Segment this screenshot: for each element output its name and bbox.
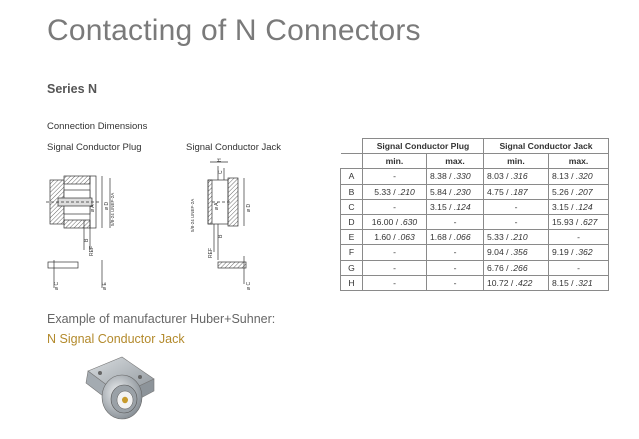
jack-drawing: H C 5/8-24 UNEF-2A ø A ø D B REF ø C [190,158,252,290]
table-cell: 6.76 / .266 [483,259,549,276]
table-cell: 10.72 / .422 [483,274,549,291]
plug-ref-label: REF [89,246,95,256]
plug-group-header: Signal Conductor Plug [362,137,484,155]
table-cell: 8.13 / .320 [548,168,609,185]
table-corner-cell [340,138,363,155]
example-product-title: N Signal Conductor Jack [47,332,185,346]
jack-group-header: Signal Conductor Jack [483,137,609,155]
row-label: C [340,198,363,215]
table-cell: 8.03 / .316 [483,168,549,185]
table-cell: - [548,229,609,246]
table-cell: 5.33 / .210 [362,183,427,200]
table-cell: - [362,259,427,276]
plug-drawing-label: Signal Conductor Plug [47,142,142,153]
series-heading: Series N [47,82,98,96]
plug-phi-d-label: ø D [104,202,110,210]
plug-phi-a-label: ø A [90,204,96,212]
row-label: B [340,183,363,200]
table-cell: 5.33 / .210 [483,229,549,246]
table-cell: - [362,244,427,261]
row-label: G [340,259,363,276]
sub-header-plug-max: max. [426,153,484,170]
table-cell: - [362,168,427,185]
jack-c-label: C [218,170,224,174]
table-cell: 3.15 / .124 [426,198,484,215]
page-title: Contacting of N Connectors [47,14,421,47]
jack-b-label: B [218,234,224,238]
table-cell: 3.15 / .124 [548,198,609,215]
table-cell: - [483,198,549,215]
table-cell: 8.38 / .330 [426,168,484,185]
row-label: H [340,274,363,291]
table-cell: 4.75 / .187 [483,183,549,200]
table-group-header-row: Signal Conductor Plug Signal Conductor J… [340,137,609,155]
table-cell: 15.93 / .627 [548,213,609,231]
table-cell: 16.00 / .630 [362,213,427,231]
table-cell: 8.15 / .321 [548,274,609,291]
table-cell: - [362,274,427,291]
plug-b-label: B [84,238,90,242]
table-cell: - [548,259,609,276]
sub-header-jack-min: min. [483,153,549,170]
plug-drawing: ø A ø D 5/8-24 UNEF-2A B REF ø C ø E [46,175,115,290]
table-cell: - [483,213,549,231]
table-cell: 5.84 / .230 [426,183,484,200]
table-cell: 9.04 / .356 [483,244,549,261]
table-corner-cell [340,153,363,170]
table-cell: 1.60 / .063 [362,229,427,246]
plug-thread-label: 5/8-24 UNEF-2A [110,193,115,226]
connector-jack-image [85,356,155,420]
jack-phi-c-label: ø C [246,282,252,290]
table-cell: - [426,259,484,276]
jack-phi-a-label: ø A [214,202,220,210]
table-sub-header-row: min. max. min. max. [340,153,609,170]
table-cell: 9.19 / .362 [548,244,609,261]
plug-phi-e-label: ø E [102,282,108,290]
table-cell: 1.68 / .066 [426,229,484,246]
table-cell: - [426,244,484,261]
table-cell: - [426,274,484,291]
row-label: D [340,213,363,231]
jack-phi-d-label: ø D [246,204,252,212]
jack-thread-label: 5/8-24 UNEF-2A [190,199,195,232]
table-row: G--6.76 / .266- [340,259,609,276]
example-text: Example of manufacturer Huber+Suhner: [47,312,276,326]
table-cell: - [426,213,484,231]
connection-dimensions-label: Connection Dimensions [47,121,148,132]
sub-header-jack-max: max. [548,153,609,170]
dimensions-table: Signal Conductor Plug Signal Conductor J… [340,137,609,291]
plug-phi-c-label: ø C [54,282,60,290]
jack-drawing-label: Signal Conductor Jack [186,142,282,153]
row-label: F [340,244,363,261]
table-row: C-3.15 / .124-3.15 / .124 [340,198,609,215]
row-label: A [340,168,363,185]
row-label: E [340,229,363,246]
jack-ref-label: REF [208,248,214,258]
table-cell: 5.26 / .207 [548,183,609,200]
sub-header-plug-min: min. [362,153,427,170]
table-cell: - [362,198,427,215]
jack-h-label: H [217,158,223,162]
